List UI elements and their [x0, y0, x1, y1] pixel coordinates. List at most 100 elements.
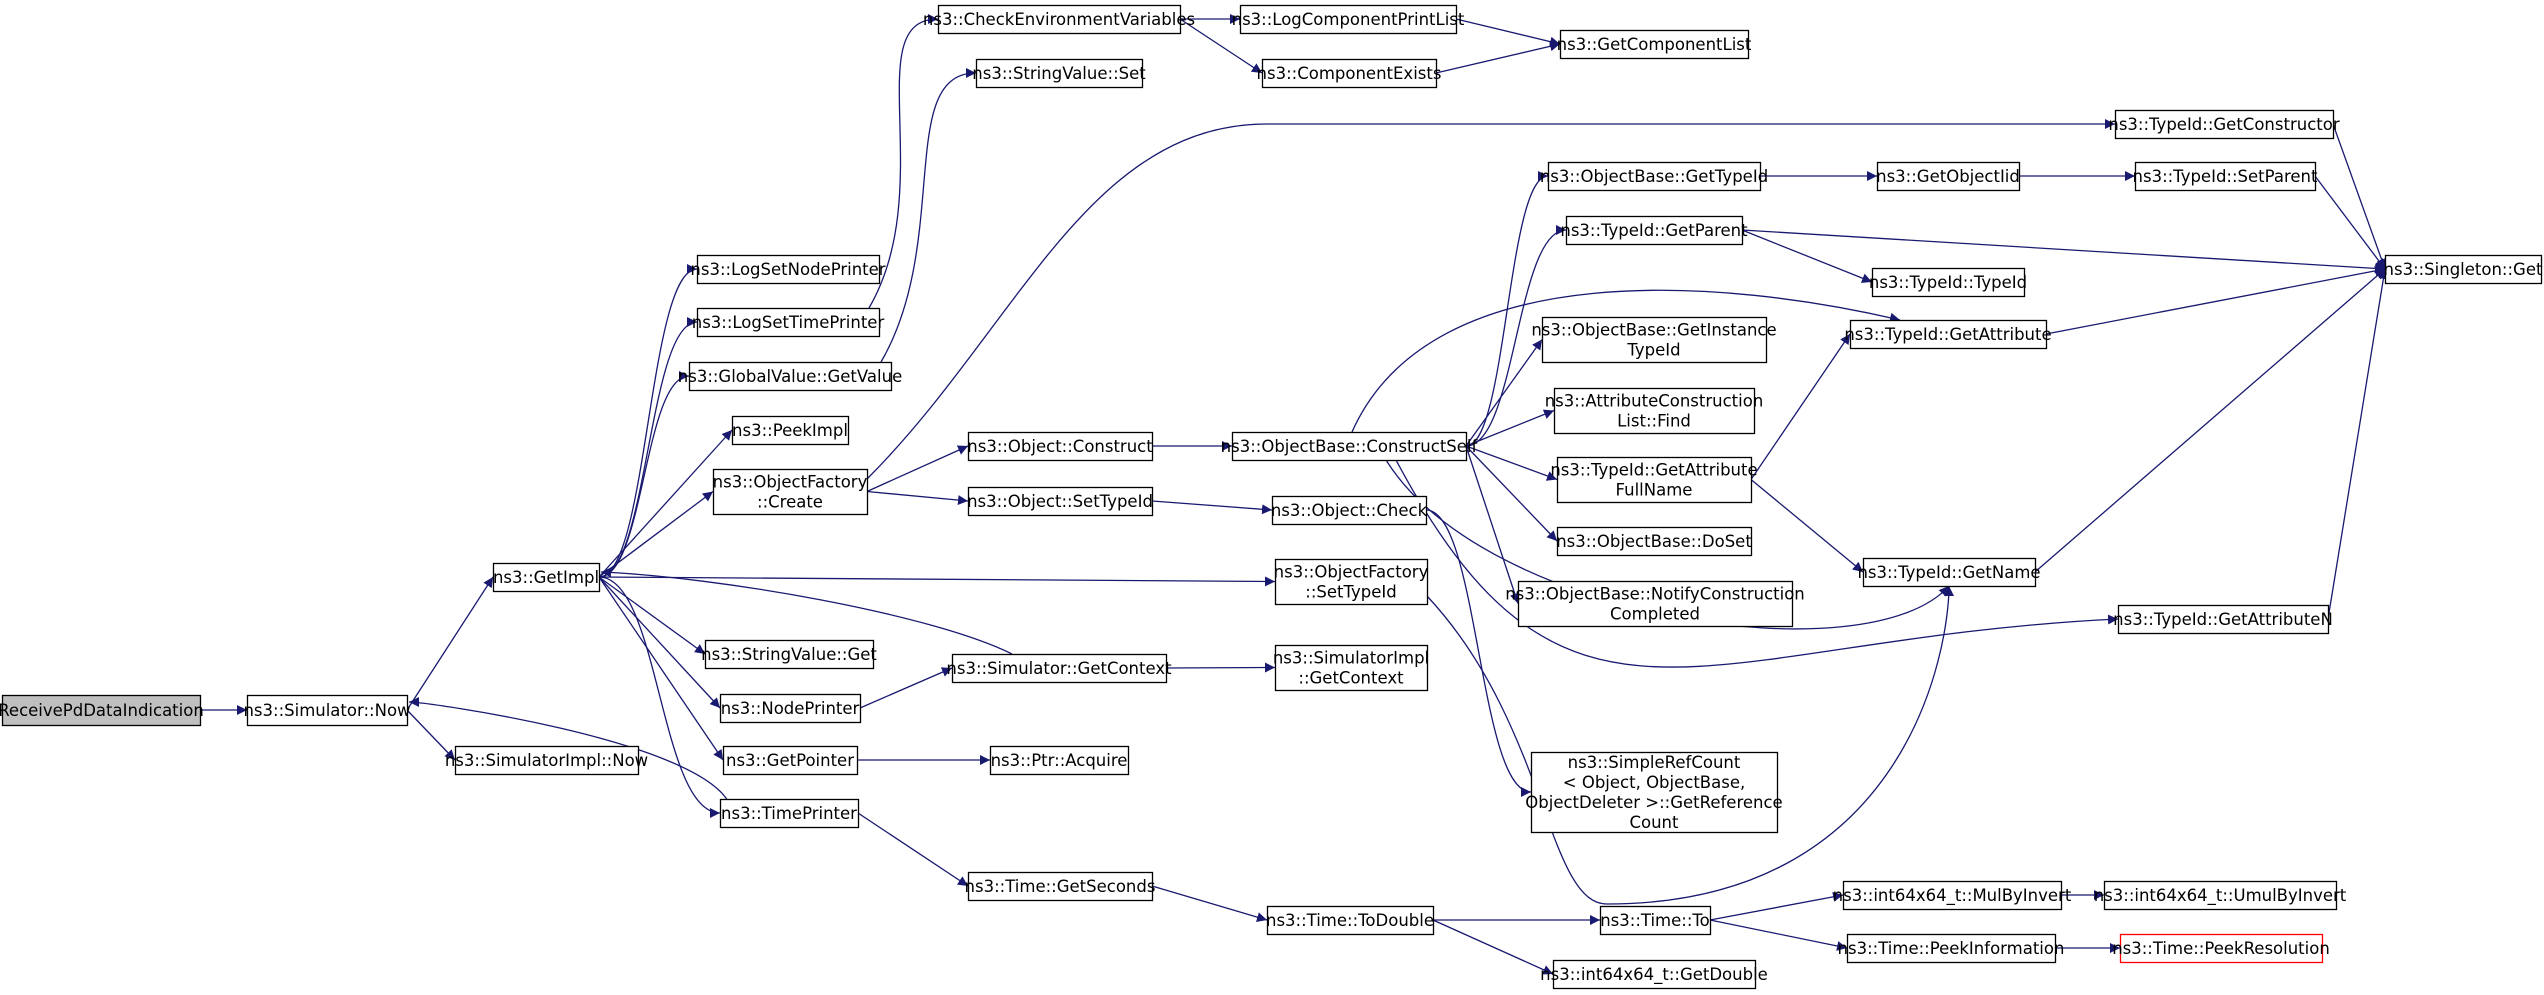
node-box	[1862, 557, 2037, 588]
call-edge-tid_setparent-to-singleton_get	[2314, 175, 2386, 270]
node-ns3-object-construct[interactable]: ns3::Object::Construct	[967, 431, 1153, 462]
node-ns3-objectbase-constructself[interactable]: ns3::ObjectBase::ConstructSelf	[1221, 431, 1479, 462]
node-ns3-timeprinter[interactable]: ns3::TimePrinter	[719, 798, 860, 829]
node-ns3-logsetnodeprinter[interactable]: ns3::LogSetNodePrinter	[690, 254, 886, 285]
call-edge-compexists-to-getcomplist	[1435, 41, 1561, 74]
node-label: ns3::SimpleRefCount	[1568, 753, 1741, 772]
node-box	[696, 307, 881, 338]
node-ns3-time-to[interactable]: ns3::Time::To	[1599, 905, 1712, 936]
node-label: ns3::LogSetNodePrinter	[690, 260, 885, 279]
node-ns3-object-settypeid[interactable]: ns3::Object::SetTypeId	[967, 486, 1154, 517]
node-ns3-globalvalue-getvalue[interactable]: ns3::GlobalValue::GetValue	[678, 361, 902, 392]
node-box	[967, 486, 1154, 517]
node-ns3-int64x64-t-getdouble[interactable]: ns3::int64x64_t::GetDouble	[1540, 959, 1768, 990]
node-label: ns3::LogComponentPrintList	[1232, 10, 1465, 29]
call-edge-time_getseconds-to-time_todouble	[1151, 885, 1268, 922]
node-label: ns3::int64x64_t::UmulByInvert	[2094, 886, 2347, 906]
node-box	[1530, 751, 1779, 834]
call-edge-time_to-to-time_peekinfo	[1709, 919, 1848, 951]
node-ns3-simulator-now[interactable]: ns3::Simulator::Now	[243, 694, 411, 727]
node-ns3-getpointer[interactable]: ns3::GetPointer	[722, 745, 859, 776]
call-edge-ob_constructself-to-acl_find	[1465, 409, 1555, 447]
node-ns3-objectbase-doset[interactable]: ns3::ObjectBase::DoSet	[1556, 526, 1752, 557]
node-ns3-getimpl[interactable]: ns3::GetImpl	[492, 562, 601, 593]
node-ns3-object-check[interactable]: ns3::Object::Check	[1271, 495, 1428, 526]
node-box	[1, 694, 202, 727]
node-ns3-simulatorimpl-getcontext[interactable]: ns3::SimulatorImpl::GetContext	[1273, 644, 1429, 692]
node-ns3-simulator-getcontext[interactable]: ns3::Simulator::GetContext	[946, 653, 1172, 684]
node-label: < Object, ObjectBase,	[1563, 773, 1745, 792]
node-ns3-objectbase-gettypeid[interactable]: ns3::ObjectBase::GetTypeId	[1540, 161, 1768, 192]
node-ns3-typeid-getparent[interactable]: ns3::TypeId::GetParent	[1560, 215, 1748, 246]
node-label: ns3::TypeId::GetAttributeN	[2113, 610, 2333, 629]
node-ns3-simplerefcount-object-objectbase-objectdeleter-getreference-count[interactable]: ns3::SimpleRefCount< Object, ObjectBase,…	[1525, 751, 1783, 834]
node-ns3-stringvalue-get[interactable]: ns3::StringValue::Get	[701, 639, 877, 670]
node-label: ns3::ObjectBase::GetInstance	[1531, 321, 1776, 340]
node-box	[719, 693, 862, 724]
node-ns3-stringvalue-set[interactable]: ns3::StringValue::Set	[972, 58, 1146, 89]
node-ns3-typeid-setparent[interactable]: ns3::TypeId::SetParent	[2133, 161, 2318, 192]
node-label: ns3::GetComponentList	[1557, 35, 1752, 54]
node-label: ns3::AttributeConstruction	[1545, 392, 1764, 411]
node-label: ns3::Time::ToDouble	[1266, 911, 1434, 930]
node-box	[1271, 495, 1428, 526]
node-label: ns3::LogSetTimePrinter	[692, 313, 885, 332]
call-edge-ob_constructself-to-ob_getinstance	[1465, 339, 1543, 447]
node-ns3-objectbase-notifyconstruction-completed[interactable]: ns3::ObjectBase::NotifyConstructionCompl…	[1505, 580, 1805, 628]
node-ns3-logsettimeprinter[interactable]: ns3::LogSetTimePrinter	[692, 307, 885, 338]
node-label: Completed	[1610, 605, 1700, 624]
node-ns3-ptr-acquire[interactable]: ns3::Ptr::Acquire	[989, 745, 1130, 776]
call-edge-ob_constructself-to-ob_notify	[1465, 445, 1520, 604]
node-ns3-simulatorimpl-now[interactable]: ns3::SimulatorImpl::Now	[445, 745, 648, 776]
node-box	[1559, 29, 1750, 60]
node-ns3-objectfactory-create[interactable]: ns3::ObjectFactory::Create	[713, 468, 869, 516]
node-ns3-typeid-getname[interactable]: ns3::TypeId::GetName	[1857, 557, 2041, 588]
node-ns3-objectfactory-settypeid[interactable]: ns3::ObjectFactory::SetTypeId	[1274, 558, 1429, 606]
node-label: ns3::GetImpl	[493, 568, 599, 587]
node-label: ns3::TypeId::GetAttribute	[1844, 325, 2051, 344]
node-ns3-time-todouble[interactable]: ns3::Time::ToDouble	[1266, 905, 1435, 936]
node-box	[951, 653, 1168, 684]
call-edge-ob_constructself-to-ob_doset	[1465, 445, 1558, 542]
node-ns3-typeid-getattributen[interactable]: ns3::TypeId::GetAttributeN	[2113, 604, 2333, 635]
node-ns3-getcomponentlist[interactable]: ns3::GetComponentList	[1557, 29, 1752, 60]
node-ns3-time-getseconds[interactable]: ns3::Time::GetSeconds	[965, 871, 1156, 902]
call-edge-tid_getconstructor-to-singleton_get	[2332, 123, 2387, 270]
call-edge-sim_getcontext-to-getimpl	[600, 567, 1013, 655]
node-ns3-peekimpl[interactable]: ns3::PeekImpl	[731, 415, 850, 446]
node-ns3-int64x64-t-umulbyinvert[interactable]: ns3::int64x64_t::UmulByInvert	[2094, 880, 2347, 911]
call-edge-logcomplist-to-getcomplist	[1455, 18, 1561, 47]
node-label: ns3::Time::PeekInformation	[1838, 939, 2065, 958]
node-label: ns3::ObjectBase::DoSet	[1556, 532, 1752, 551]
node-ns3-typeid-getattribute[interactable]: ns3::TypeId::GetAttribute	[1844, 319, 2052, 350]
node-ns3-checkenvironmentvariables[interactable]: ns3::CheckEnvironmentVariables	[923, 4, 1195, 35]
node-ns3-logcomponentprintlist[interactable]: ns3::LogComponentPrintList	[1232, 4, 1465, 35]
node-ns3-time-peekinformation[interactable]: ns3::Time::PeekInformation	[1838, 933, 2065, 964]
node-ns3-typeid-getconstructor[interactable]: ns3::TypeId::GetConstructor	[2108, 109, 2340, 140]
node-ns3-typeid-typeid[interactable]: ns3::TypeId::TypeId	[1869, 267, 2027, 298]
node-ns3-time-peekresolution[interactable]: ns3::Time::PeekResolution	[2112, 933, 2330, 964]
call-edge-getimpl-to-timeprinter	[598, 576, 721, 818]
node-ns3-getobjectiid[interactable]: ns3::GetObjectIid	[1876, 161, 2021, 192]
call-edge-gv_getvalue-to-sv_set	[880, 68, 977, 363]
node-ns3-nodeprinter[interactable]: ns3::NodePrinter	[719, 693, 862, 724]
node-receivepddataindication[interactable]: ReceivePdDataIndication	[0, 694, 204, 727]
node-label: ::GetContext	[1298, 669, 1404, 688]
node-box	[688, 361, 893, 392]
call-edge-ob_constructself-to-tid_getattributen	[1395, 459, 2119, 668]
call-edge-timeprinter-to-sim_now	[408, 697, 729, 802]
node-ns3-singleton-get[interactable]: ns3::Singleton::Get	[2384, 254, 2543, 285]
node-label: TypeId	[1626, 341, 1680, 360]
node-box	[975, 58, 1144, 89]
node-ns3-int64x64-t-mulbyinvert[interactable]: ns3::int64x64_t::MulByInvert	[1833, 880, 2072, 911]
node-label: ns3::Time::To	[1600, 911, 1710, 930]
node-box	[696, 254, 881, 285]
call-edge-time_todouble-to-int_getdouble	[1432, 919, 1554, 975]
node-label: Count	[1629, 813, 1679, 832]
node-label: ns3::GetObjectIid	[1876, 167, 2020, 186]
node-ns3-componentexists[interactable]: ns3::ComponentExists	[1257, 58, 1442, 89]
